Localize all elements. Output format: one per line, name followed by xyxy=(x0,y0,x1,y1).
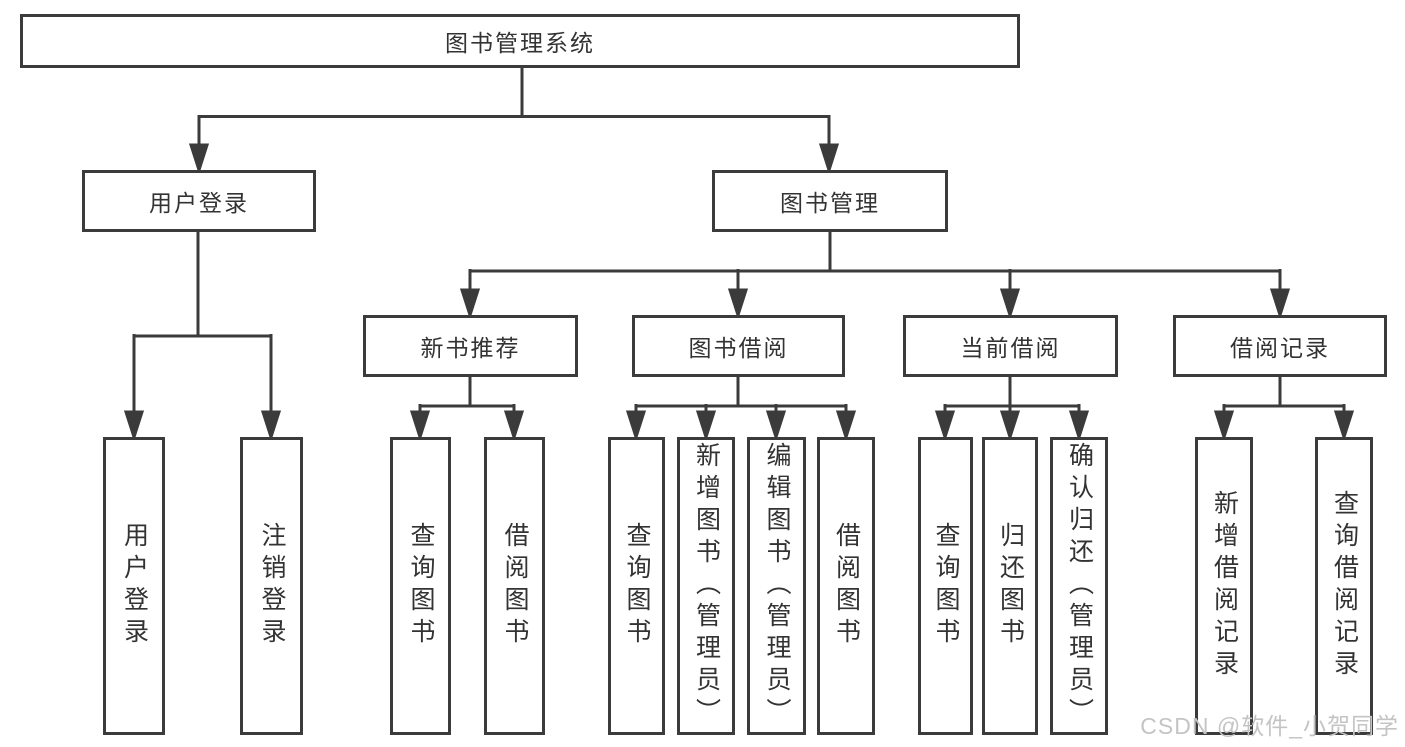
leaf-add-borrow-record: 新增借阅记录 xyxy=(1195,437,1253,735)
connector-borrowrecord-to-leaves xyxy=(1213,375,1355,442)
node-user-login: 用户登录 xyxy=(82,170,316,232)
arrow-down-icon xyxy=(1333,410,1355,442)
node-current-borrow: 当前借阅 xyxy=(903,315,1118,377)
node-borrow-records: 借阅记录 xyxy=(1173,315,1387,377)
leaf-add-books-admin: 新增图书（管理员） xyxy=(677,437,735,735)
arrow-down-icon xyxy=(503,410,525,442)
arrow-down-icon xyxy=(999,288,1021,320)
arrow-down-icon xyxy=(123,410,145,442)
arrow-down-icon xyxy=(727,288,749,320)
arrow-down-icon xyxy=(260,410,282,442)
arrow-down-icon xyxy=(999,410,1021,442)
arrow-down-icon xyxy=(1068,410,1090,442)
arrow-down-icon xyxy=(695,410,717,442)
arrow-down-icon xyxy=(934,410,956,442)
leaf-search-books-borrow: 查询图书 xyxy=(608,437,665,735)
connector-bookmgmt-to-level3 xyxy=(459,230,1291,320)
leaf-logout: 注销登录 xyxy=(240,437,303,735)
connector-currentborrow-to-leaves xyxy=(934,375,1090,442)
leaf-user-login: 用户登录 xyxy=(103,437,165,735)
leaf-search-books-newbook: 查询图书 xyxy=(390,437,451,735)
node-new-book-recommend: 新书推荐 xyxy=(363,315,578,377)
leaf-return-books: 归还图书 xyxy=(982,437,1038,735)
node-book-borrow: 图书借阅 xyxy=(632,315,845,377)
leaf-borrow-books: 借阅图书 xyxy=(817,437,875,735)
arrow-down-icon xyxy=(1269,288,1291,320)
arrow-down-icon xyxy=(818,143,840,175)
csdn-watermark: CSDN @软件_小贺同学 xyxy=(1140,713,1399,739)
arrow-down-icon xyxy=(1213,410,1235,442)
connector-userlogin-to-leaves xyxy=(123,230,282,442)
leaf-borrow-books-newbook: 借阅图书 xyxy=(484,437,545,735)
leaf-edit-books-admin: 编辑图书（管理员） xyxy=(747,437,806,735)
node-root-book-management-system: 图书管理系统 xyxy=(20,14,1020,68)
arrow-down-icon xyxy=(459,288,481,320)
arrow-down-icon xyxy=(835,410,857,442)
connector-root-to-level2 xyxy=(188,66,840,175)
arrow-down-icon xyxy=(188,143,210,175)
leaf-search-borrow-record: 查询借阅记录 xyxy=(1315,437,1373,735)
leaf-confirm-return-admin: 确认归还（管理员） xyxy=(1050,437,1108,735)
connector-newbook-to-leaves xyxy=(409,375,525,442)
connector-bookborrow-to-leaves xyxy=(625,375,857,442)
arrow-down-icon xyxy=(625,410,647,442)
arrow-down-icon xyxy=(765,410,787,442)
arrow-down-icon xyxy=(409,410,431,442)
node-book-management: 图书管理 xyxy=(712,170,948,232)
leaf-search-books-current: 查询图书 xyxy=(918,437,973,735)
